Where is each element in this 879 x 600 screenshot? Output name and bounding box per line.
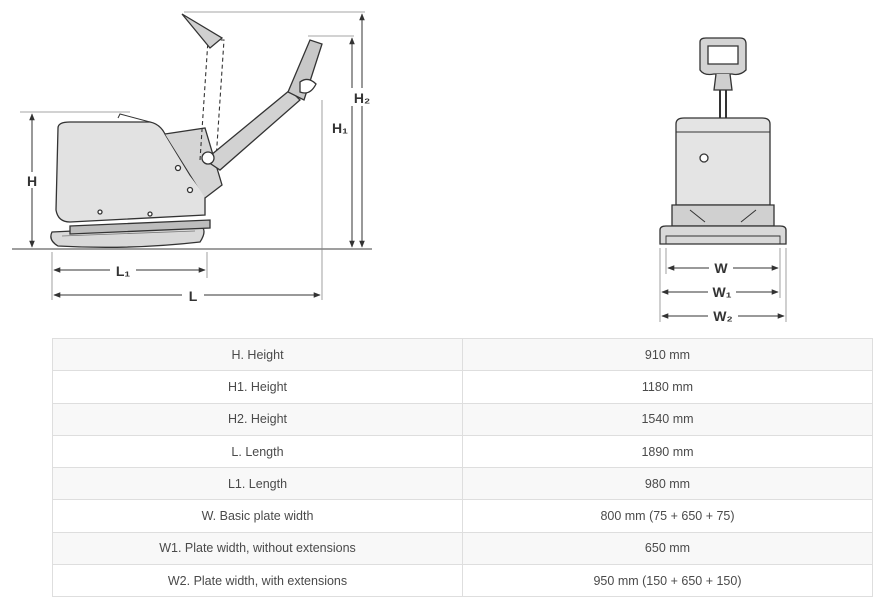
label-w2: W₂ xyxy=(713,308,732,324)
front-body xyxy=(675,117,771,206)
side-dimension-labels: H H₁ H₂ L₁ L xyxy=(22,88,373,304)
spec-label: H2. Height xyxy=(52,402,463,436)
specifications-table: H. Height 910 mm H1. Height 1180 mm H2. … xyxy=(52,337,873,598)
spec-value: 1540 mm xyxy=(462,402,873,436)
table-row: W2. Plate width, with extensions 950 mm … xyxy=(52,564,873,598)
table-row: W1. Plate width, without extensions 650 … xyxy=(52,531,873,566)
spec-label: L. Length xyxy=(52,434,463,469)
spec-value: 800 mm (75 + 650 + 75) xyxy=(462,499,873,533)
spec-value: 650 mm xyxy=(462,531,873,566)
table-row: W. Basic plate width 800 mm (75 + 650 + … xyxy=(52,499,873,533)
spec-label: L1. Length xyxy=(52,467,463,501)
side-view xyxy=(12,13,372,250)
engine-housing xyxy=(55,121,206,223)
label-l1: L₁ xyxy=(116,263,131,279)
table-row: L. Length 1890 mm xyxy=(52,434,873,469)
table-row: H1. Height 1180 mm xyxy=(52,370,873,404)
handle-raised xyxy=(203,89,301,171)
table-row: L1. Length 980 mm xyxy=(52,467,873,501)
front-view xyxy=(659,37,787,245)
front-plate xyxy=(659,225,787,245)
label-l: L xyxy=(189,288,198,304)
label-h2: H₂ xyxy=(354,90,370,106)
spec-label: W1. Plate width, without extensions xyxy=(52,531,463,566)
spec-value: 1180 mm xyxy=(462,370,873,404)
spec-label: W2. Plate width, with extensions xyxy=(52,564,463,598)
spec-value: 910 mm xyxy=(462,337,873,372)
label-w1: W₁ xyxy=(712,284,731,300)
table-row: H2. Height 1540 mm xyxy=(52,402,873,436)
spec-label: H1. Height xyxy=(52,370,463,404)
table-row: H. Height 910 mm xyxy=(52,337,873,372)
spec-value: 950 mm (150 + 650 + 150) xyxy=(462,564,873,598)
spec-value: 1890 mm xyxy=(462,434,873,469)
label-h: H xyxy=(27,173,37,189)
label-h1: H₁ xyxy=(332,120,348,136)
spec-label: H. Height xyxy=(52,337,463,372)
spec-label: W. Basic plate width xyxy=(52,499,463,533)
dimension-drawing: H H₁ H₂ L₁ L xyxy=(12,11,787,324)
spec-value: 980 mm xyxy=(462,467,873,501)
label-w: W xyxy=(714,260,728,276)
front-dimension-labels: W W₁ W₂ xyxy=(708,260,738,324)
